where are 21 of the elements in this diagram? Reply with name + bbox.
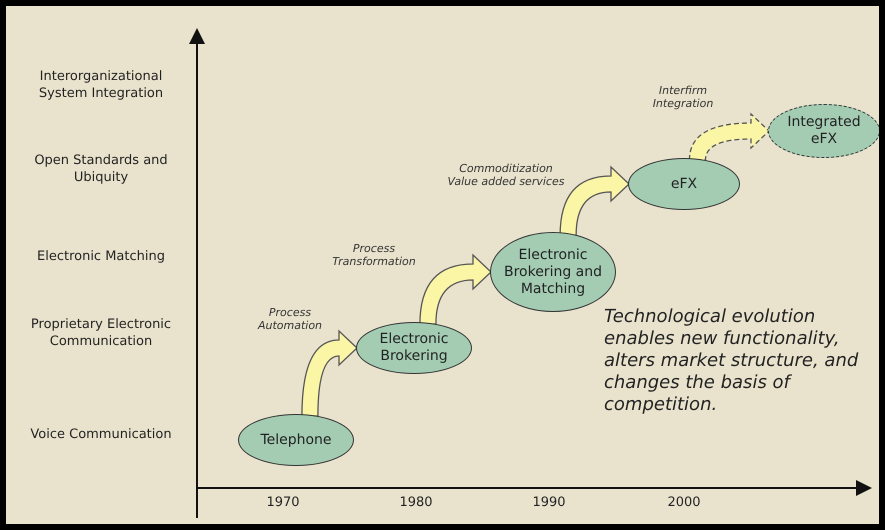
stage-ellipse: Telephone [238, 414, 354, 466]
curved-block-arrow [419, 254, 492, 325]
year-label: 1990 [531, 494, 567, 511]
axis-category-label: Electronic Matching [36, 248, 166, 265]
year-label: 2000 [666, 494, 702, 511]
stage-ellipse: Electronic Brokering [356, 322, 472, 374]
curved-block-arrow [559, 166, 630, 236]
axis-category-label: Voice Communication [29, 426, 173, 443]
edge-label: Process Transformation [331, 242, 417, 268]
axis-category-label: Proprietary Electronic Communication [30, 316, 172, 350]
curved-block-arrow [688, 113, 770, 161]
edge-label: Process Automation [256, 306, 324, 332]
stage-ellipse: eFX [628, 158, 740, 210]
stage-ellipse: Integrated eFX [768, 104, 879, 158]
edge-label: Commoditization Value added services [446, 162, 566, 188]
axis-category-label: Open Standards and Ubiquity [33, 152, 169, 186]
edge-label: Interfirm Integration [652, 84, 714, 110]
year-label: 1970 [265, 494, 301, 511]
curved-block-arrow [301, 330, 358, 417]
year-label: 1980 [398, 494, 434, 511]
axis-category-label: Interorganizational System Integration [38, 68, 164, 102]
